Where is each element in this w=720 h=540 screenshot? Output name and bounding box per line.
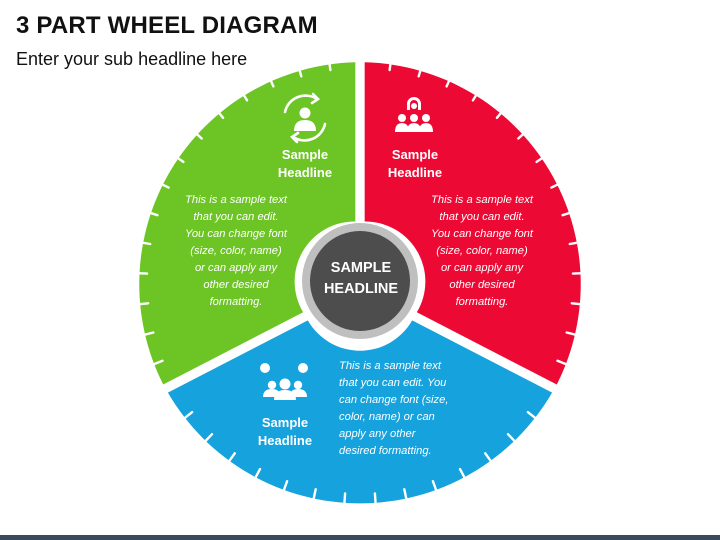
wheel-notch <box>203 433 214 443</box>
green-segment-body: This is a sample text that you can edit.… <box>184 194 287 308</box>
wheel-notch <box>561 210 574 217</box>
wheel-notch <box>565 331 578 337</box>
wheel-notch <box>570 302 583 306</box>
wheel-notch <box>173 155 185 164</box>
wheel-notch <box>445 76 452 88</box>
wheel-notch <box>158 181 170 189</box>
wheel-notch <box>373 492 377 505</box>
wheel-notch <box>568 241 581 246</box>
wheel-notch <box>268 76 275 88</box>
wheel-notch <box>417 65 423 78</box>
wheel-notch <box>146 210 159 217</box>
wheel-notch <box>215 108 225 120</box>
blue-segment-body: This is a sample text that you can edit.… <box>339 360 449 457</box>
wheel-notch <box>139 241 152 246</box>
wheel-notch <box>388 59 393 72</box>
wheel-notch <box>193 130 203 140</box>
green-segment-heading: Sample Headline <box>277 147 333 180</box>
wheel-notch <box>403 488 408 501</box>
center-disc[interactable] <box>310 231 410 331</box>
wheel-notch <box>327 59 332 72</box>
page-subtitle: Enter your sub headline here <box>16 49 248 69</box>
wheel-notch <box>506 433 517 443</box>
wheel-notch <box>254 467 262 480</box>
center-headline: SAMPLE HEADLINE <box>323 260 399 297</box>
wheel-notch <box>458 467 466 480</box>
wheel-notch <box>282 480 289 492</box>
wheel-notch <box>312 488 317 501</box>
wheel-notch <box>142 331 155 337</box>
wheel-notch <box>526 410 537 420</box>
wheel-notch <box>556 359 568 366</box>
wheel-notch <box>517 130 527 140</box>
wheel-notch <box>343 492 347 505</box>
wheel-segment-red[interactable] <box>364 59 585 385</box>
wheel-notch <box>431 480 438 492</box>
footer-bar <box>0 535 720 540</box>
red-segment-heading: Sample Headline <box>387 147 443 180</box>
red-segment-body: This is a sample text that you can edit.… <box>430 194 533 308</box>
wheel-notch <box>183 410 194 420</box>
wheel-notch <box>227 452 237 463</box>
blue-segment-heading: Sample Headline <box>257 415 313 448</box>
wheel-notch <box>535 155 547 164</box>
group-chat-icon <box>260 363 308 400</box>
wheel-notch <box>471 90 480 102</box>
wheel-notch <box>240 90 249 102</box>
wheel-segment-green[interactable] <box>135 59 356 385</box>
wheel-notch <box>484 452 493 463</box>
page-title: 3 PART WHEEL DIAGRAM <box>16 12 318 39</box>
team-leader-icon <box>395 97 433 132</box>
wheel-notch <box>495 108 505 120</box>
wheel-notch <box>550 181 562 189</box>
wheel-notch <box>151 359 164 366</box>
person-swap-icon <box>283 92 327 144</box>
wheel-notch <box>297 65 303 78</box>
wheel-notch <box>136 302 150 306</box>
